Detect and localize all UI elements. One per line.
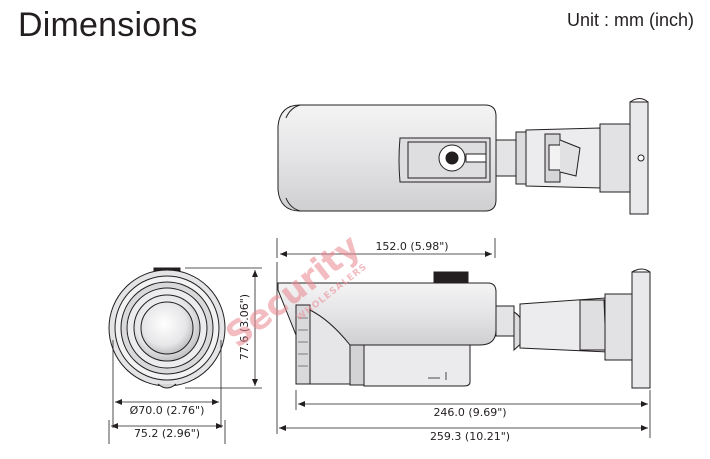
unit-label: Unit : mm (inch) — [566, 10, 694, 30]
dim-front-width: 75.2 (2.96") — [108, 420, 226, 444]
dim-front-width-label: 75.2 (2.96") — [134, 427, 200, 440]
dim-front-diameter: Ø70.0 (2.76") — [112, 340, 222, 428]
side-view-camera — [277, 268, 651, 389]
dim-top-length: 152.0 (5.98") — [276, 238, 496, 258]
dim-front-height: 77.6 (3.06") — [185, 267, 262, 389]
dim-side-body-label: 246.0 (9.69") — [433, 406, 506, 419]
dim-side-total-label: 259.3 (10.21") — [430, 430, 510, 443]
dim-side-body: 246.0 (9.69") — [295, 390, 651, 438]
front-view-camera — [108, 267, 226, 389]
dim-front-diameter-label: Ø70.0 (2.76") — [130, 404, 205, 417]
dim-front-height-label: 77.6 (3.06") — [238, 294, 251, 360]
dim-top-length-label: 152.0 (5.98") — [375, 240, 448, 253]
page-title: Dimensions — [18, 6, 198, 44]
dim-side-total: 259.3 (10.21") — [276, 262, 648, 443]
top-view-camera — [277, 98, 649, 215]
